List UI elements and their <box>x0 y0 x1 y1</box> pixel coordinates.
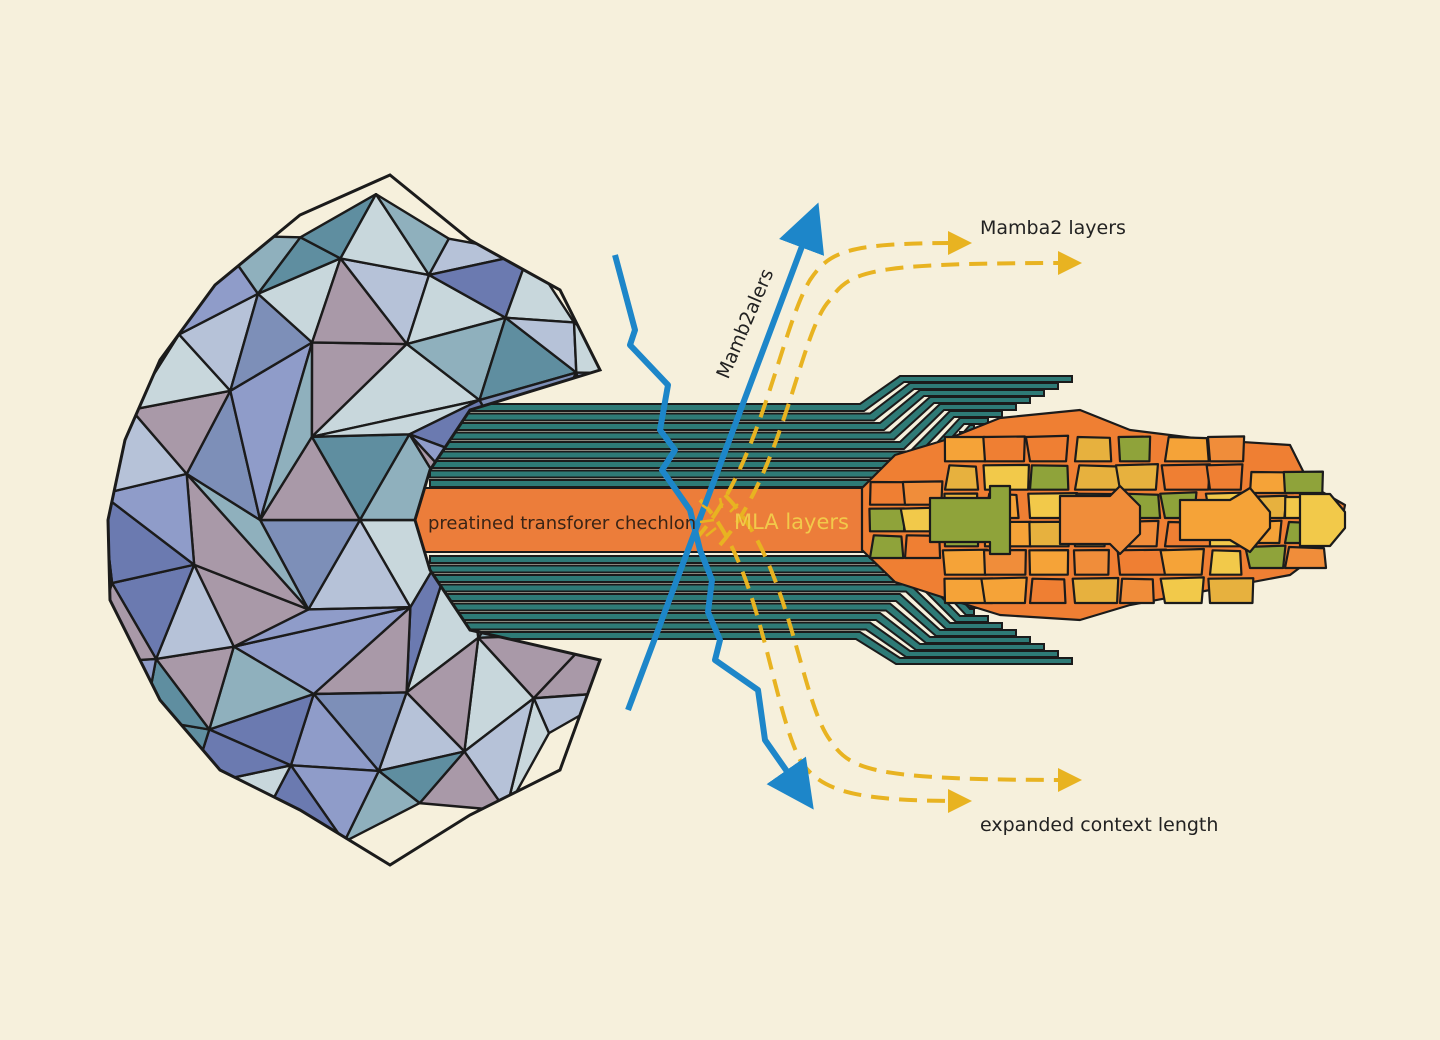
block-tile <box>1117 435 1152 463</box>
block-tile <box>1072 548 1110 576</box>
block-tile <box>1159 547 1205 576</box>
block-tile <box>943 464 980 491</box>
teal-stripe <box>429 389 1045 431</box>
dashed-arrow-top-inner <box>718 251 1082 547</box>
block-tile <box>868 507 906 533</box>
block-tile <box>1024 434 1070 463</box>
teal-stripe <box>429 403 1017 450</box>
block-tile <box>1244 544 1287 570</box>
dashed-arrow-bottom-inner <box>723 493 1082 792</box>
block-tile <box>1114 463 1160 491</box>
crystal-facet <box>504 252 576 324</box>
dashed-arrow-bottom-outer <box>698 498 972 813</box>
block-tile <box>868 534 905 560</box>
block-tile <box>1073 435 1113 463</box>
blue-diagonal-arrow <box>625 202 825 712</box>
block-tile <box>1205 463 1244 491</box>
teal-stripe <box>429 382 1059 422</box>
block-tile <box>1071 576 1120 605</box>
block-tile <box>1159 576 1205 605</box>
sparkle-mark <box>699 497 739 537</box>
crystal-facet <box>108 492 114 585</box>
block-tile <box>1116 548 1168 576</box>
teal-stripe <box>429 375 1073 412</box>
crystal-facet <box>108 342 133 430</box>
block-tile <box>943 435 987 463</box>
block-tile <box>1163 435 1210 463</box>
block-cluster <box>860 408 1347 622</box>
crystal-facet <box>48 429 102 504</box>
label-pretrained-checkpoint: preatined transforer chechlon <box>428 513 696 534</box>
dashed-arrow-top-outer <box>693 231 972 542</box>
crystal-facet <box>108 579 114 665</box>
block-tile <box>982 463 1031 491</box>
block-tile <box>1206 435 1246 463</box>
crystal-facet <box>108 302 181 345</box>
block-tile <box>1283 545 1328 570</box>
crystal-facet <box>572 321 600 375</box>
block-tile <box>982 548 1027 576</box>
crystal-outline <box>106 173 603 867</box>
block-tile <box>1058 484 1142 556</box>
block-tile <box>941 548 989 576</box>
label-expanded-context-length: expanded context length <box>980 814 1218 836</box>
crystal-facet <box>108 502 114 585</box>
block-tile <box>1298 492 1347 548</box>
block-tile <box>1207 577 1255 605</box>
block-tile <box>1028 549 1070 576</box>
block-tile <box>1118 577 1155 605</box>
label-diagonal-mamba: Mamb2alers <box>712 266 778 382</box>
block-tile <box>980 576 1028 605</box>
dashed-flow-arrows <box>693 231 1082 813</box>
teal-stripe <box>429 396 1031 441</box>
block-tile <box>1028 577 1067 605</box>
block-tile <box>1178 486 1272 554</box>
block-tile <box>1208 549 1243 576</box>
label-mla-layers: MLA layers <box>734 510 849 534</box>
block-tile <box>1028 464 1070 491</box>
label-mamba2-layers: Mamba2 layers <box>980 217 1126 239</box>
block-tile <box>1282 470 1325 495</box>
block-tile <box>928 484 1012 556</box>
block-tile <box>982 435 1026 463</box>
block-tile <box>1160 463 1212 491</box>
